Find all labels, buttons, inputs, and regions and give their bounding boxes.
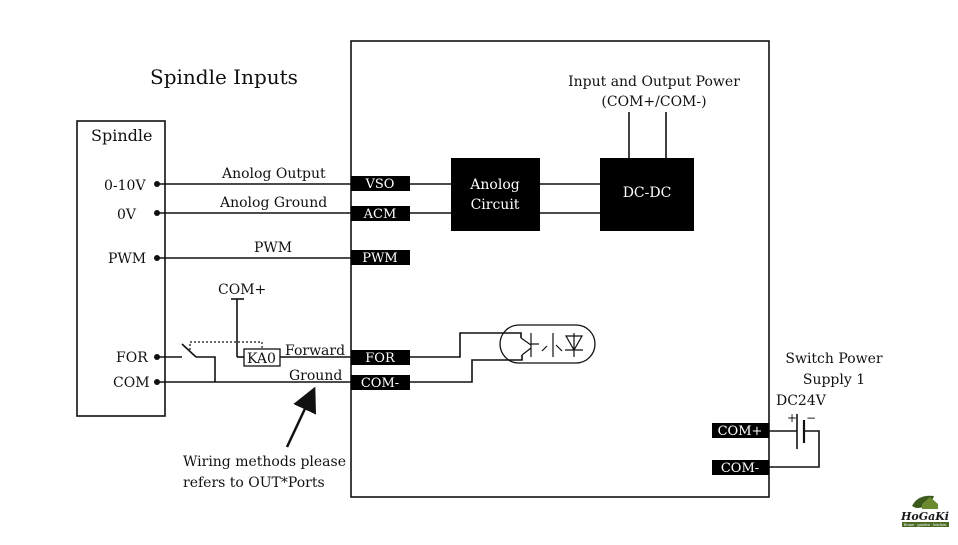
dcdc-label: DC-DC [623, 185, 672, 201]
relay-switch-contact [181, 343, 197, 358]
terminal-acm: ACM [351, 206, 410, 222]
logo-name: HoGaKi [900, 510, 949, 523]
terminal-for: FOR [351, 350, 410, 366]
logo-tagline: Home - garden - kitchen [903, 523, 947, 527]
driver-box [350, 40, 770, 498]
label-analog-ground: Anolog Ground [219, 195, 327, 211]
supply-plus: + [787, 411, 797, 425]
terminal-com-plus-right-label: COM+ [718, 424, 763, 439]
analog-circuit-label-1: Anolog [469, 177, 519, 193]
label-ground: Ground [289, 368, 342, 384]
optocoupler [499, 324, 596, 364]
terminal-com-minus: COM- [351, 375, 410, 391]
wire-supply-minus [769, 430, 820, 468]
label-pwm: PWM [254, 240, 292, 256]
hogaki-logo: HoGaKi Home - garden - kitchen [900, 495, 949, 527]
spindle-box [76, 120, 166, 417]
label-com-plus-relay: COM+ [218, 282, 266, 298]
pin-for: FOR [116, 350, 148, 366]
diagram-title: Spindle Inputs [150, 65, 298, 89]
terminal-for-label: FOR [365, 351, 396, 366]
relay-linkage [189, 341, 263, 350]
analog-circuit-label-2: Circuit [471, 197, 520, 213]
terminal-com-minus-label: COM- [361, 376, 399, 391]
terminal-com-plus-right: COM+ [712, 423, 769, 439]
annotation-line-2: refers to OUT*Ports [183, 475, 325, 491]
terminal-vso-label: VSO [365, 177, 395, 192]
supply-minus: − [806, 411, 816, 425]
power-note-line-1: Input and Output Power [568, 74, 740, 90]
pin-0-10v: 0-10V [104, 178, 146, 194]
battery-icon [796, 414, 806, 449]
terminal-com-minus-right-label: COM- [721, 461, 759, 476]
label-analog-output: Anolog Output [221, 166, 326, 182]
terminal-pwm-label: PWM [362, 251, 397, 266]
dcdc-block [600, 158, 694, 231]
terminal-com-minus-right: COM- [712, 460, 769, 476]
annotation-arrow [285, 386, 317, 448]
terminal-acm-label: ACM [363, 207, 397, 222]
power-note-line-2: (COM+/COM-) [601, 94, 706, 110]
pin-pwm: PWM [108, 251, 146, 267]
pin-com: COM [113, 375, 150, 391]
terminal-vso: VSO [351, 176, 410, 192]
pin-0v: 0V [117, 207, 137, 223]
terminal-pwm: PWM [351, 250, 410, 266]
spindle-label: Spindle [91, 126, 152, 145]
relay-label: KA0 [247, 351, 276, 367]
supply-label-1: Switch Power [785, 351, 883, 367]
wire-com-opto [410, 355, 523, 383]
label-forward: Forward [285, 343, 345, 359]
wire-switch-out [196, 356, 216, 382]
supply-voltage: DC24V [776, 393, 827, 409]
wire-for-opto [410, 332, 522, 358]
analog-circuit-block [451, 158, 540, 231]
annotation-line-1: Wiring methods please [183, 454, 346, 470]
supply-label-2: Supply 1 [803, 372, 865, 388]
